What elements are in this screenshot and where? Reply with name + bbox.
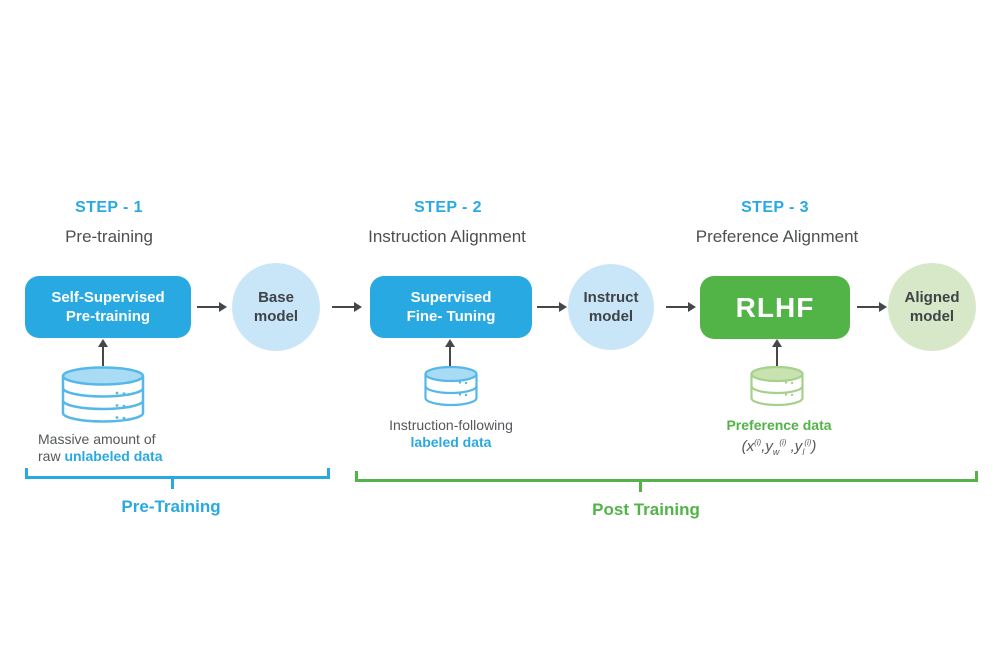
caption2-line2-highlight: labeled data [410, 434, 492, 450]
formula-x: (x [741, 438, 755, 455]
step1-title: STEP - 1 [75, 199, 143, 216]
pretraining-data-caption: Massive amount of raw unlabeled data [38, 431, 162, 465]
arrow-right-icon [197, 302, 227, 312]
posttraining-bracket-label: Post Training [592, 500, 700, 519]
posttraining-bracket [355, 471, 978, 492]
database-icon [61, 366, 145, 423]
step1-subtitle: Pre-training [65, 227, 153, 246]
circle1-line2: model [253, 308, 299, 325]
arrow-up-icon [772, 339, 782, 366]
circle1-line1: Base [258, 289, 294, 306]
box3-line1: RLHF [735, 292, 815, 323]
database-icon [750, 366, 804, 407]
arrow-up-icon [445, 339, 455, 366]
sft-data-caption: Instruction-following labeled data [389, 417, 513, 451]
caption2-line1: Instruction-following [389, 417, 513, 433]
formula-sup-i: (i) [779, 438, 787, 447]
caption1-line2-prefix: raw [38, 448, 65, 464]
preference-data-caption: Preference data [726, 417, 831, 434]
self-supervised-pretraining-box: Self-Supervised Pre-training [25, 276, 191, 338]
arrow-right-icon [332, 302, 362, 312]
arrow-right-icon [666, 302, 696, 312]
formula-sub-w: w [772, 447, 780, 457]
formula-sup-i: (i) [804, 438, 812, 447]
supervised-fine-tuning-box: Supervised Fine- Tuning [370, 276, 532, 338]
step3-subtitle: Preference Alignment [695, 227, 859, 246]
bracket-tick [171, 476, 174, 489]
arrow-right-icon [857, 302, 887, 312]
base-model-circle: Base model [232, 263, 320, 351]
box1-line1: Self-Supervised [51, 289, 165, 306]
instruct-model-circle: Instruct model [568, 264, 654, 350]
box1-line2: Pre-training [65, 308, 151, 325]
step2-subtitle: Instruction Alignment [368, 227, 526, 246]
arrow-right-icon [537, 302, 567, 312]
circle2-line2: model [588, 308, 634, 325]
pretraining-bracket-label: Pre-Training [121, 497, 221, 516]
caption1-line2-highlight: unlabeled data [64, 448, 163, 464]
circle3-line2: model [909, 308, 955, 325]
arrow-up-icon [98, 339, 108, 366]
caption1-line1: Massive amount of [38, 431, 156, 447]
database-icon [424, 366, 478, 407]
pretraining-bracket [25, 468, 330, 489]
formula-y2: ,y [786, 438, 803, 455]
caption3-highlight: Preference data [726, 417, 832, 433]
box2-line1: Supervised [410, 289, 492, 306]
step2-title: STEP - 2 [414, 199, 482, 216]
formula-sup-i: (i) [754, 438, 762, 447]
formula-y: ,y [761, 438, 773, 455]
bracket-tick [639, 479, 642, 492]
rlhf-box: RLHF [700, 276, 850, 339]
step3-title: STEP - 3 [741, 199, 809, 216]
box2-line2: Fine- Tuning [406, 308, 496, 325]
preference-data-formula: (x(i),yw(i) ,yl(i)) [742, 438, 817, 457]
formula-close: ) [811, 438, 817, 455]
aligned-model-circle: Aligned model [888, 263, 976, 351]
circle3-line1: Aligned [904, 289, 960, 306]
formula-sub-l: l [802, 447, 805, 457]
circle2-line1: Instruct [583, 289, 639, 306]
